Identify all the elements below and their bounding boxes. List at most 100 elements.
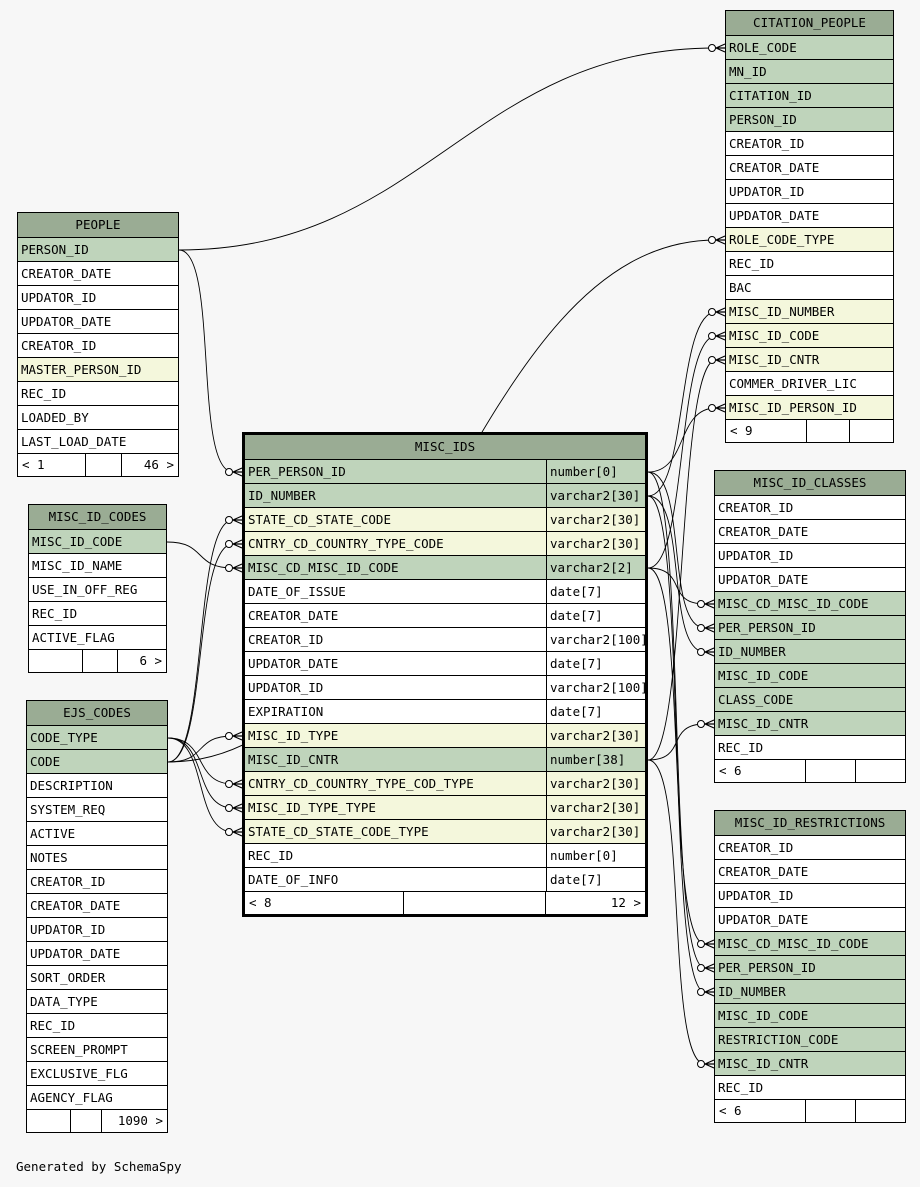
column-row-misc-id-person-id[interactable]: MISC_ID_PERSON_ID	[726, 396, 893, 420]
column-row-rec-id[interactable]: REC_ID	[715, 736, 905, 760]
column-name: CREATOR_DATE	[718, 524, 809, 539]
column-row-misc-id-code[interactable]: MISC_ID_CODE	[715, 664, 905, 688]
column-row-creator-id[interactable]: CREATOR_ID	[726, 132, 893, 156]
column-row-code-type[interactable]: CODE_TYPE	[27, 726, 167, 750]
column-row-creator-id[interactable]: CREATOR_ID	[715, 496, 905, 520]
relationship-line	[647, 759, 706, 1065]
column-row-rec-id[interactable]: REC_ID	[726, 252, 893, 276]
column-row-last-load-date[interactable]: LAST_LOAD_DATE	[18, 430, 178, 454]
column-row-creator-date[interactable]: CREATOR_DATE	[715, 520, 905, 544]
column-row-misc-id-code[interactable]: MISC_ID_CODE	[29, 530, 166, 554]
column-row-data-type[interactable]: DATA_TYPE	[27, 990, 167, 1014]
column-name: ROLE_CODE_TYPE	[729, 232, 835, 247]
column-row-agency-flag[interactable]: AGENCY_FLAG	[27, 1086, 167, 1110]
column-row-misc-id-cntr[interactable]: MISC_ID_CNTR	[715, 1052, 905, 1076]
column-row-id-number[interactable]: ID_NUMBER	[715, 640, 905, 664]
column-name: CREATOR_ID	[30, 874, 106, 889]
column-row-updator-date[interactable]: UPDATOR_DATE	[715, 908, 905, 932]
column-row-misc-id-code[interactable]: MISC_ID_CODE	[726, 324, 893, 348]
column-row-citation-id[interactable]: CITATION_ID	[726, 84, 893, 108]
column-row-updator-id[interactable]: UPDATOR_ID	[715, 884, 905, 908]
column-row-screen-prompt[interactable]: SCREEN_PROMPT	[27, 1038, 167, 1062]
column-row-class-code[interactable]: CLASS_CODE	[715, 688, 905, 712]
column-row-creator-date[interactable]: CREATOR_DATE	[715, 860, 905, 884]
column-row-creator-date[interactable]: CREATOR_DATE	[18, 262, 178, 286]
column-row-creator-id[interactable]: CREATOR_ID	[27, 870, 167, 894]
column-row-master-person-id[interactable]: MASTER_PERSON_ID	[18, 358, 178, 382]
column-row-misc-id-cntr[interactable]: MISC_ID_CNTR	[715, 712, 905, 736]
column-row-updator-id[interactable]: UPDATOR_ID	[715, 544, 905, 568]
optional-marker	[225, 516, 233, 524]
column-row-updator-id[interactable]: UPDATOR_ID	[726, 180, 893, 204]
column-row-active[interactable]: ACTIVE	[27, 822, 167, 846]
column-row-role-code[interactable]: ROLE_CODE	[726, 36, 893, 60]
column-row-creator-id[interactable]: CREATOR_ID	[715, 836, 905, 860]
column-row-mn-id[interactable]: MN_ID	[726, 60, 893, 84]
column-row-rec-id[interactable]: REC_ID	[18, 382, 178, 406]
column-row-rec-id[interactable]: REC_ID	[27, 1014, 167, 1038]
column-row-per-person-id[interactable]: PER_PERSON_ID	[715, 616, 905, 640]
column-row-per-person-id[interactable]: PER_PERSON_ID	[715, 956, 905, 980]
column-row-id-number[interactable]: ID_NUMBER	[715, 980, 905, 1004]
column-row-creator-id[interactable]: CREATOR_ID	[18, 334, 178, 358]
column-row-updator-id[interactable]: UPDATOR_ID	[18, 286, 178, 310]
column-row-commer-driver-lic[interactable]: COMMER_DRIVER_LIC	[726, 372, 893, 396]
column-row-misc-id-cntr[interactable]: MISC_ID_CNTR	[726, 348, 893, 372]
column-row-updator-date[interactable]: UPDATOR_DATE	[726, 204, 893, 228]
column-row-system-req[interactable]: SYSTEM_REQ	[27, 798, 167, 822]
column-row-creator-date[interactable]: CREATOR_DATE	[726, 156, 893, 180]
column-row-description[interactable]: DESCRIPTION	[27, 774, 167, 798]
column-row-exclusive-flg[interactable]: EXCLUSIVE_FLG	[27, 1062, 167, 1086]
column-row-role-code-type[interactable]: ROLE_CODE_TYPE	[726, 228, 893, 252]
column-row-rec-id[interactable]: REC_ID	[29, 602, 166, 626]
column-row-loaded-by[interactable]: LOADED_BY	[18, 406, 178, 430]
column-row-rec-id[interactable]: REC_ID	[715, 1076, 905, 1100]
column-row-notes[interactable]: NOTES	[27, 846, 167, 870]
column-row-creator-date[interactable]: CREATOR_DATE	[27, 894, 167, 918]
column-row-code[interactable]: CODE	[27, 750, 167, 774]
column-row-misc-id-code[interactable]: MISC_ID_CODE	[715, 1004, 905, 1028]
column-row-person-id[interactable]: PERSON_ID	[726, 108, 893, 132]
optional-marker	[708, 404, 716, 412]
column-row-misc-cd-misc-id-code[interactable]: MISC_CD_MISC_ID_CODE	[715, 592, 905, 616]
column-row-updator-id[interactable]: UPDATOR_ID	[27, 918, 167, 942]
column-row-person-id[interactable]: PERSON_ID	[18, 238, 178, 262]
column-row-sort-order[interactable]: SORT_ORDER	[27, 966, 167, 990]
column-name: UPDATOR_ID	[729, 184, 805, 199]
column-row-bac[interactable]: BAC	[726, 276, 893, 300]
column-row-misc-id-name[interactable]: MISC_ID_NAME	[29, 554, 166, 578]
column-row-use-in-off-reg[interactable]: USE_IN_OFF_REG	[29, 578, 166, 602]
column-row-updator-date[interactable]: UPDATOR_DATE	[18, 310, 178, 334]
column-row-misc-cd-misc-id-code[interactable]: MISC_CD_MISC_ID_CODE	[715, 932, 905, 956]
column-row-updator-date[interactable]: UPDATOR_DATE	[715, 568, 905, 592]
column-row-active-flag[interactable]: ACTIVE_FLAG	[29, 626, 166, 650]
column-row-restriction-code[interactable]: RESTRICTION_CODE	[715, 1028, 905, 1052]
column-row-updator-date[interactable]: UPDATOR_DATE	[27, 942, 167, 966]
column-row-misc-id-number[interactable]: MISC_ID_NUMBER	[726, 300, 893, 324]
